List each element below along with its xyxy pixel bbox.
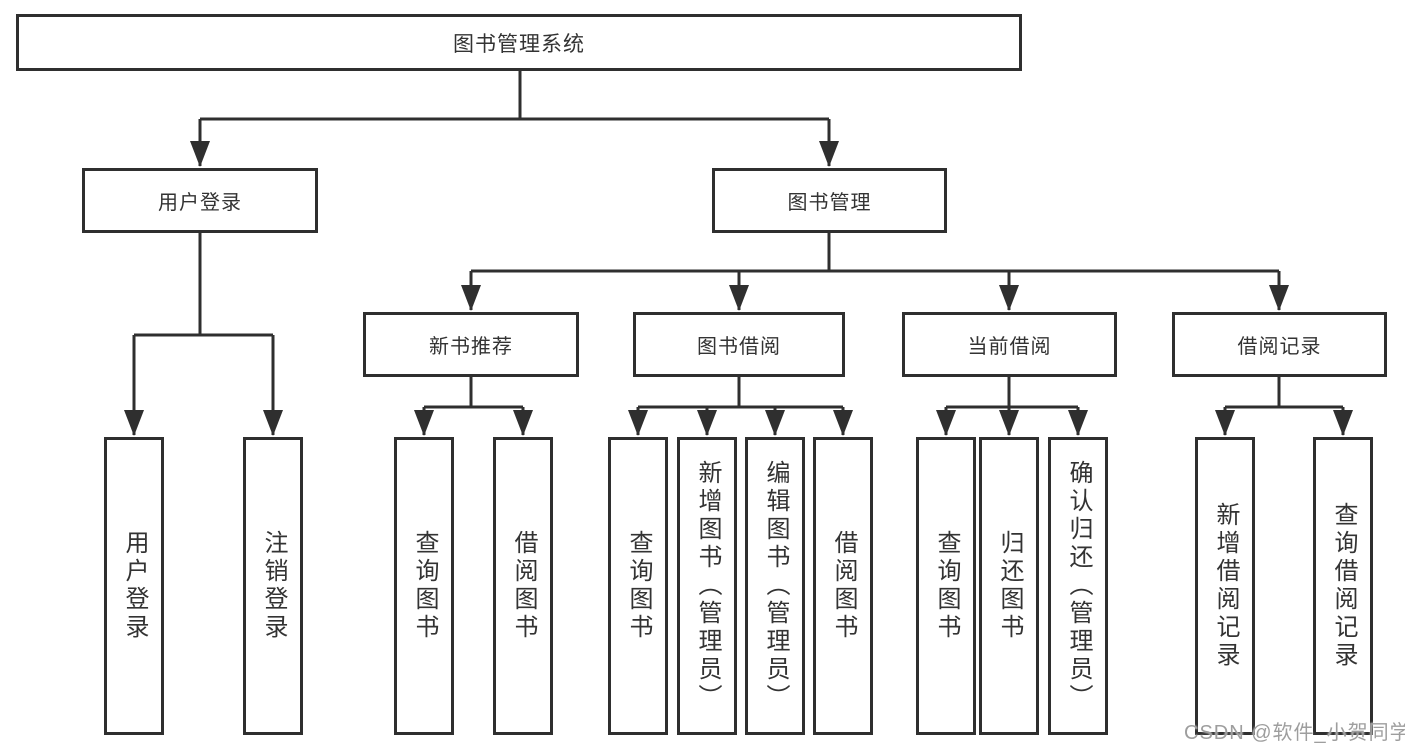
arrowhead [697, 410, 717, 436]
leaf-logout-login: 注销登录 [243, 437, 303, 735]
arrowhead [833, 410, 853, 436]
leaf-records-query-record: 查询借阅记录 [1313, 437, 1373, 735]
leaf-borrow-add-book-admin: 新增图书（管理员） [677, 437, 737, 735]
arrowhead [513, 410, 533, 436]
node-new-book-recommend: 新书推荐 [363, 312, 579, 377]
node-book-management: 图书管理 [712, 168, 947, 233]
node-current-borrow: 当前借阅 [902, 312, 1117, 377]
leaf-current-confirm-return-admin: 确认归还（管理员） [1048, 437, 1108, 735]
csdn-watermark: CSDN @软件_小贺同学 [1184, 722, 1405, 744]
leaf-borrow-edit-book-admin: 编辑图书（管理员） [745, 437, 805, 735]
arrowhead [999, 410, 1019, 436]
arrowhead [765, 410, 785, 436]
arrowhead [1333, 410, 1353, 436]
arrowhead [819, 141, 839, 167]
leaf-current-query-book: 查询图书 [916, 437, 976, 735]
leaf-user-login: 用户登录 [104, 437, 164, 735]
arrowhead [729, 285, 749, 311]
node-root-system: 图书管理系统 [16, 14, 1022, 71]
leaf-current-return-book: 归还图书 [979, 437, 1039, 735]
arrowhead [936, 410, 956, 436]
arrowhead [628, 410, 648, 436]
arrowhead [1269, 285, 1289, 311]
leaf-newrec-borrow-book: 借阅图书 [493, 437, 553, 735]
arrowhead [190, 141, 210, 167]
node-borrow-records: 借阅记录 [1172, 312, 1387, 377]
arrowhead [1215, 410, 1235, 436]
leaf-newrec-query-book: 查询图书 [394, 437, 454, 735]
arrowhead [124, 410, 144, 436]
leaf-records-add-record: 新增借阅记录 [1195, 437, 1255, 735]
leaf-borrow-query-book: 查询图书 [608, 437, 668, 735]
arrowhead [461, 285, 481, 311]
arrowhead [414, 410, 434, 436]
node-book-borrow: 图书借阅 [633, 312, 845, 377]
leaf-borrow-borrow-book: 借阅图书 [813, 437, 873, 735]
node-user-login: 用户登录 [82, 168, 318, 233]
arrowhead [999, 285, 1019, 311]
arrowhead [1068, 410, 1088, 436]
arrowhead [263, 410, 283, 436]
